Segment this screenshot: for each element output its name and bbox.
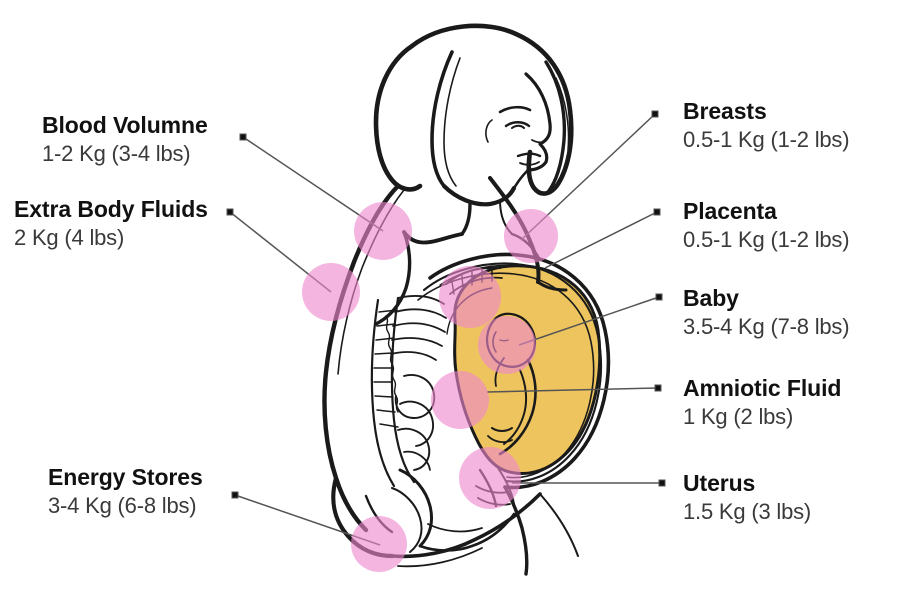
label-value: 0.5-1 Kg (1-2 lbs) [683, 227, 850, 253]
leader-dot-breasts [651, 110, 659, 118]
label-value: 2 Kg (4 lbs) [14, 225, 125, 251]
leader-line-baby [518, 296, 660, 346]
label-value: 1.5 Kg (3 lbs) [683, 499, 812, 525]
label-value: 3.5-4 Kg (7-8 lbs) [683, 314, 850, 340]
amniotic-sac-fill [454, 265, 600, 474]
label-extra-body-fluids[interactable]: Extra Body Fluids 2 Kg (4 lbs) [14, 196, 208, 251]
label-title: Uterus [683, 470, 756, 496]
label-energy-stores[interactable]: Energy Stores 3-4 Kg (6-8 lbs) [48, 464, 203, 519]
label-title: Energy Stores [48, 464, 203, 490]
label-value: 0.5-1 Kg (1-2 lbs) [683, 127, 850, 153]
label-amniotic-fluid[interactable]: Amniotic Fluid 1 Kg (2 lbs) [683, 375, 841, 430]
head-and-hair [373, 23, 574, 262]
leader-dot-baby [655, 293, 663, 301]
label-value: 3-4 Kg (6-8 lbs) [48, 493, 197, 519]
leader-dot-blood-volume [239, 133, 247, 141]
leader-dot-placenta [653, 208, 661, 216]
label-baby[interactable]: Baby 3.5-4 Kg (7-8 lbs) [683, 285, 850, 340]
label-title: Blood Volumne [42, 112, 208, 138]
leader-lines [226, 110, 666, 546]
label-title: Breasts [683, 98, 767, 124]
label-title: Extra Body Fluids [14, 196, 208, 222]
leader-line-placenta [544, 211, 658, 269]
label-uterus[interactable]: Uterus 1.5 Kg (3 lbs) [683, 470, 811, 525]
leader-dot-extra-body-fluids [226, 208, 234, 216]
label-title: Placenta [683, 198, 777, 224]
label-breasts[interactable]: Breasts 0.5-1 Kg (1-2 lbs) [683, 98, 850, 153]
label-placenta[interactable]: Placenta 0.5-1 Kg (1-2 lbs) [683, 198, 850, 253]
label-title: Amniotic Fluid [683, 375, 842, 401]
leader-line-extra-body-fluids [229, 211, 332, 293]
label-blood-volume[interactable]: Blood Volumne 1-2 Kg (3-4 lbs) [42, 112, 208, 167]
leader-line-blood-volume [242, 136, 384, 232]
leader-dot-amniotic-fluid [654, 384, 662, 392]
label-value: 1-2 Kg (3-4 lbs) [42, 141, 191, 167]
leader-dot-uterus [658, 479, 666, 487]
label-title: Baby [683, 285, 739, 311]
leader-line-amniotic-fluid [486, 387, 659, 393]
leader-line-breasts [520, 113, 656, 241]
leader-dot-energy-stores [231, 491, 239, 499]
label-value: 1 Kg (2 lbs) [683, 404, 794, 430]
